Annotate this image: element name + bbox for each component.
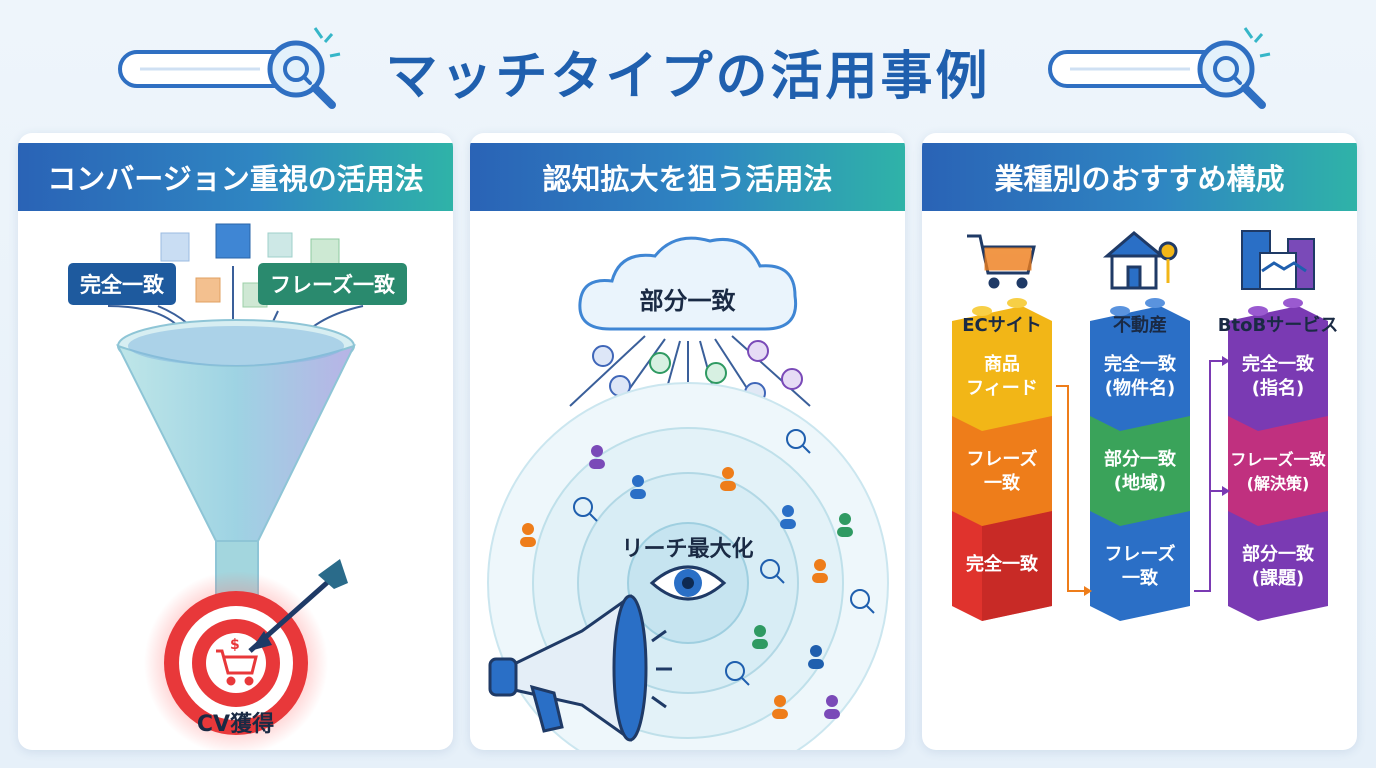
- svg-text:$: $: [230, 637, 240, 653]
- reach-illustration: [487, 236, 889, 750]
- house-key-icon: [1102, 231, 1178, 290]
- btob-block-1: 完全一致 (指名): [1242, 354, 1314, 399]
- reach-center-label: リーチ最大化: [621, 537, 754, 562]
- btob-block-2: フレーズ一致 (解決策): [1230, 450, 1326, 493]
- search-bar-decoration-right: [1048, 27, 1271, 109]
- page-header: マッチタイプの活用事例: [0, 0, 1376, 130]
- eye-icon: [649, 565, 727, 601]
- megaphone-icon: [488, 594, 672, 742]
- search-icon: [1197, 40, 1266, 109]
- conversion-result-label: CV獲得: [196, 712, 275, 737]
- page-title: マッチタイプの活用事例: [385, 47, 991, 107]
- ec-block-1: 商品 フィード: [966, 354, 1038, 399]
- keyword-cube-icons: [160, 223, 340, 308]
- column-realestate-label: 不動産: [1113, 315, 1167, 336]
- realestate-block-2: 部分一致 (地域): [1104, 449, 1176, 494]
- person-icons: [520, 445, 853, 719]
- realestate-block-stack: [1090, 298, 1190, 621]
- magnifier-icons: [573, 429, 875, 686]
- building-handshake-icon: [1241, 230, 1315, 290]
- ec-block-stack: [952, 298, 1052, 621]
- panel-awareness: 認知拡大を狙う活用法: [470, 133, 905, 750]
- realestate-block-1: 完全一致 (物件名): [1104, 354, 1176, 399]
- panel-conversion-header: コンバージョン重視の活用法: [18, 143, 453, 211]
- dart-arrow-icon: [248, 559, 348, 653]
- cloud-icon: [578, 236, 798, 331]
- panel-industry-header: 業種別のおすすめ構成: [922, 143, 1357, 211]
- panel-industry: 業種別のおすすめ構成: [922, 133, 1357, 750]
- funnel-icon: [116, 319, 356, 602]
- ec-block-3: 完全一致: [966, 554, 1038, 575]
- btob-block-3: 部分一致 (課題): [1242, 544, 1314, 589]
- panel-awareness-header: 認知拡大を狙う活用法: [470, 143, 905, 211]
- shopping-cart-icon: $: [216, 637, 258, 686]
- search-bubble-icons: [592, 340, 803, 404]
- cart-icon: [967, 234, 1036, 289]
- tag-exact-match: 完全一致: [68, 263, 176, 305]
- realestate-block-3: フレーズ 一致: [1104, 544, 1176, 589]
- btob-block-stack: [1228, 298, 1328, 621]
- column-ec-label: ECサイト: [962, 315, 1042, 336]
- tag-phrase-match: フレーズ一致: [258, 263, 407, 305]
- search-icon: [267, 40, 336, 109]
- panel-conversion: コンバージョン重視の活用法: [18, 133, 453, 750]
- cloud-label: 部分一致: [639, 287, 736, 315]
- column-btob-label: BtoBサービス: [1217, 315, 1339, 336]
- conversion-funnel-illustration: $: [107, 223, 364, 750]
- ec-block-2: フレーズ 一致: [966, 449, 1038, 494]
- industry-block-stacks: [952, 230, 1328, 621]
- search-bar-decoration-left: [118, 27, 341, 109]
